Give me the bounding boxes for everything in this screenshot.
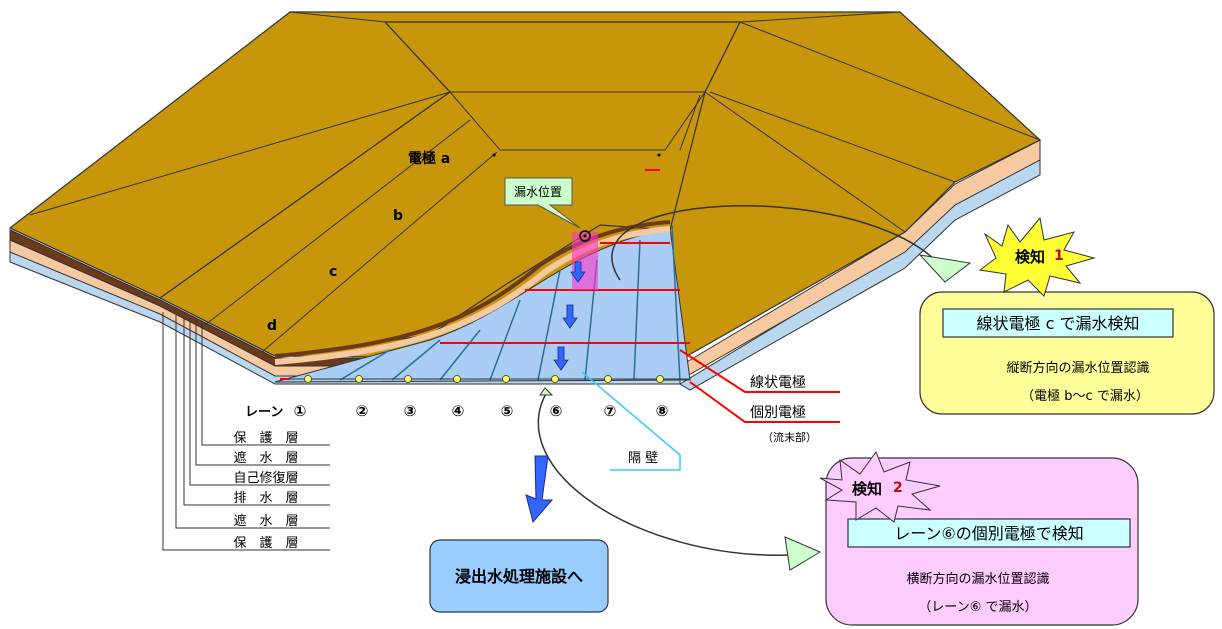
electrode-d-label: d [267,318,277,334]
detect1-badge: 検知 1 [978,216,1096,297]
lane-number: ⑧ [656,402,669,420]
leak-position-label: 漏水位置 [514,184,562,199]
layer-label: 排 水 層 [233,491,298,506]
individual-electrode-leader [689,381,840,423]
detect1-badge-number: 1 [1054,248,1064,264]
electrode-c-label: c [329,264,337,280]
layer-label: 遮 水 層 [233,513,298,529]
detect1-line2: （電極 b～c で漏水） [1021,388,1149,404]
lane-number: ① [294,402,307,420]
treatment-facility-box: 浸出水処理施設へ [429,539,609,613]
electrode-b-label: b [393,208,403,224]
individual-electrode-label: 個別電極 [750,405,806,421]
leak-position-callout: 漏水位置 [504,177,581,229]
lane-number: ④ [452,402,465,420]
treatment-facility-label: 浸出水処理施設へ [455,567,583,586]
detect1-panel: 線状電極 c で漏水検知 縦断方向の漏水位置認識 （電極 b～c で漏水） [919,291,1215,415]
lane-number: ⑤ [501,402,514,420]
flow-arrows [553,261,586,371]
detect2-line1: 横断方向の漏水位置認識 [906,571,1049,587]
linear-electrode-leader [679,349,840,393]
down-arrow-to-facility [525,455,554,524]
electrode-a-label: 電極 a [408,150,450,167]
detect2-badge-label: 検知 [852,480,882,498]
layer-labels: 保 護 層 遮 水 層 自己修復層 排 水 層 遮 水 層 保 護 層 [233,430,298,551]
outflow-part-label: （流末部） [762,430,817,444]
detect2-line2: （レーン⑥ で漏水） [918,599,1037,615]
lane-label: レーン [245,405,283,420]
lane-number: ⑥ [550,402,563,420]
partition-leader [581,371,681,471]
detect2-badge-number: 2 [893,480,903,496]
lane-number: ② [356,402,369,420]
lane-number: ⑦ [604,402,617,420]
lane-labels: レーン ① ② ③ ④ ⑤ ⑥ ⑦ ⑧ [245,402,668,420]
detect1-curve-arrow [611,205,936,281]
detect1-headline: 線状電極 c で漏水検知 [977,314,1140,333]
detect1-line1: 縦断方向の漏水位置認識 [1006,360,1149,376]
layer-label: 保 護 層 [233,430,298,446]
partition-label: 隔 壁 [628,451,658,466]
liner-layers-right [679,139,1041,391]
layer-leaders [162,312,330,551]
layer-label: 保 護 層 [233,535,298,551]
detect2-curve-arrow [537,389,791,556]
lane-number: ③ [404,402,417,420]
detect1-badge-label: 検知 [1015,248,1045,266]
leak-point-icon [579,230,591,242]
detect2-badge: 検知 2 [819,450,941,523]
layer-label: 自己修復層 [233,470,298,486]
detect2-headline: レーン⑥の個別電極で検知 [894,524,1084,543]
layer-label: 遮 水 層 [233,450,298,466]
linear-electrode-label: 線状電極 [750,375,806,391]
